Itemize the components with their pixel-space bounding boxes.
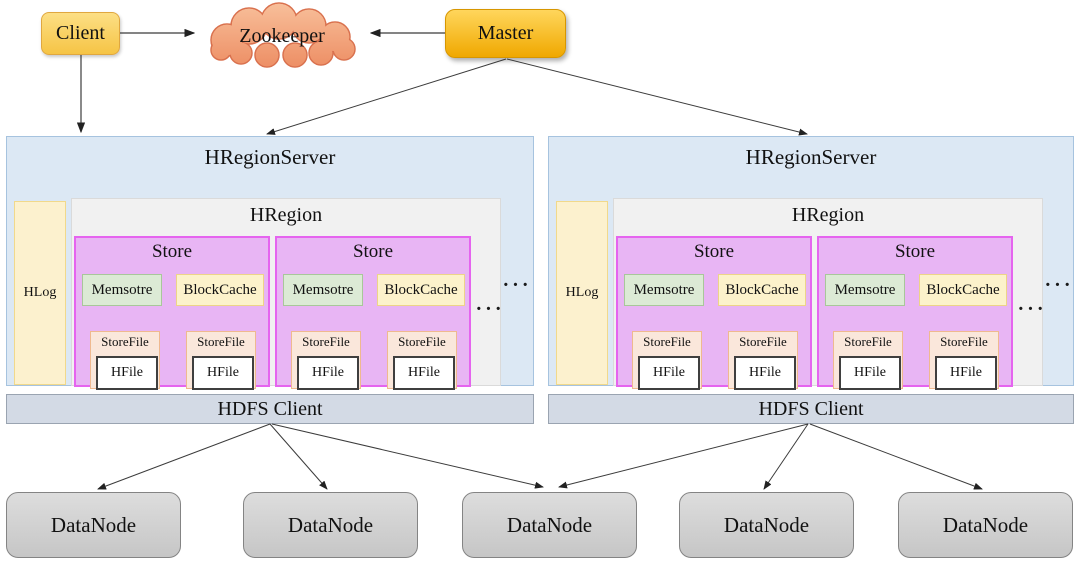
hregion-title: HRegion: [791, 204, 865, 226]
more-stores-ellipsis: ···: [1017, 298, 1047, 320]
master-label: Master: [477, 22, 534, 44]
datanode-1: DataNode: [6, 492, 181, 558]
storefile-label: StoreFile: [643, 334, 691, 349]
cloud-icon: [210, 2, 356, 68]
memstore-box: Memsotre: [624, 274, 704, 306]
storefile-box: StoreFile HFile: [186, 331, 256, 390]
blockcache-box: BlockCache: [718, 274, 806, 306]
hfile-box: HFile: [192, 356, 254, 390]
hfile-box: HFile: [96, 356, 158, 390]
storefile-label: StoreFile: [101, 334, 149, 349]
storefile-box: StoreFile HFile: [291, 331, 361, 390]
hfile-box: HFile: [393, 356, 455, 390]
store-title: Store: [693, 241, 735, 262]
more-stores-ellipsis: ···: [475, 298, 505, 320]
memstore-box: Memsotre: [82, 274, 162, 306]
hfile-box: HFile: [839, 356, 901, 390]
memstore-box: Memsotre: [283, 274, 363, 306]
store-box: Store Memsotre BlockCache StoreFile HFil…: [616, 236, 812, 390]
hdfs-client-1: HDFS Client: [6, 394, 534, 424]
store-title: Store: [352, 241, 394, 262]
hfile-box: HFile: [734, 356, 796, 390]
more-hregions-ellipsis: ···: [1044, 274, 1074, 296]
storefile-box: StoreFile HFile: [728, 331, 798, 390]
hregionserver-2: HRegionServer HLog HRegion Store Memsotr…: [548, 136, 1074, 390]
store-title: Store: [894, 241, 936, 262]
storefile-box: StoreFile HFile: [90, 331, 160, 390]
memstore-box: Memsotre: [825, 274, 905, 306]
storefile-label: StoreFile: [739, 334, 787, 349]
storefile-box: StoreFile HFile: [632, 331, 702, 390]
store-box: Store Memsotre BlockCache StoreFile HFil…: [74, 236, 270, 390]
storefile-box: StoreFile HFile: [929, 331, 999, 390]
store-box: Store Memsotre BlockCache StoreFile HFil…: [817, 236, 1013, 390]
store-title: Store: [151, 241, 193, 262]
hdfs-client-2: HDFS Client: [548, 394, 1074, 424]
hregion-title: HRegion: [249, 204, 323, 226]
hregion-box: HRegion Store Memsotre BlockCache StoreF…: [613, 198, 1044, 390]
zookeeper-label: Zookeeper: [239, 24, 325, 47]
zookeeper-node: Zookeeper: [197, 2, 367, 68]
hregion-box: HRegion Store Memsotre BlockCache StoreF…: [71, 198, 502, 390]
hlog-box: HLog: [556, 201, 608, 385]
hlog-box: HLog: [14, 201, 66, 385]
storefile-label: StoreFile: [940, 334, 988, 349]
client-label: Client: [56, 22, 105, 44]
hfile-box: HFile: [935, 356, 997, 390]
blockcache-box: BlockCache: [176, 274, 264, 306]
hregionserver-1: HRegionServer HLog HRegion Store Memsotr…: [6, 136, 534, 390]
datanode-5: DataNode: [898, 492, 1073, 558]
storefile-box: StoreFile HFile: [833, 331, 903, 390]
hfile-box: HFile: [638, 356, 700, 390]
hfile-box: HFile: [297, 356, 359, 390]
client-node: Client: [41, 12, 120, 55]
storefile-box: StoreFile HFile: [387, 331, 457, 390]
store-box: Store Memsotre BlockCache StoreFile HFil…: [275, 236, 471, 390]
storefile-label: StoreFile: [302, 334, 350, 349]
storefile-label: StoreFile: [197, 334, 245, 349]
datanode-2: DataNode: [243, 492, 418, 558]
master-node: Master: [445, 9, 566, 58]
datanode-4: DataNode: [679, 492, 854, 558]
hregionserver-title: HRegionServer: [204, 145, 336, 169]
storefile-label: StoreFile: [844, 334, 892, 349]
storefile-label: StoreFile: [398, 334, 446, 349]
datanode-3: DataNode: [462, 492, 637, 558]
hregionserver-title: HRegionServer: [745, 145, 877, 169]
blockcache-box: BlockCache: [919, 274, 1007, 306]
more-hregions-ellipsis: ···: [502, 274, 532, 296]
blockcache-box: BlockCache: [377, 274, 465, 306]
